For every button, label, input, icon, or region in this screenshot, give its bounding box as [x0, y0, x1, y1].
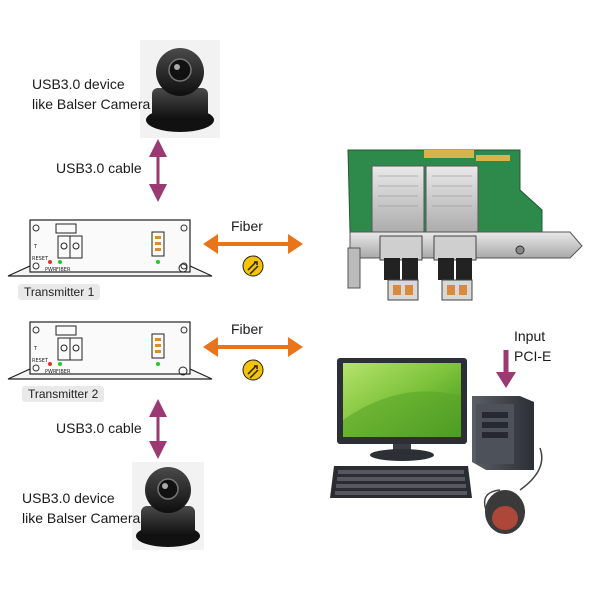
- computer-illustration: [330, 358, 543, 534]
- camera-top: [140, 40, 220, 138]
- t-mark-2: T: [33, 346, 38, 352]
- transmitter-1-label: Transmitter 1: [18, 284, 101, 300]
- transmitter-2-label: Transmitter 2: [22, 386, 105, 402]
- top-device-line2: like Balser Camera: [32, 96, 151, 112]
- usb-cable-label-bottom: USB3.0 cable: [56, 420, 142, 436]
- top-device-label: USB3.0 device like Balser Camera: [32, 74, 150, 114]
- bottom-device-line1: USB3.0 device: [22, 490, 115, 506]
- t-mark-1: T: [33, 244, 38, 250]
- pcie-fiber-card: [347, 149, 583, 301]
- fiber-symbol-icon: [242, 255, 264, 277]
- input-line1: Input: [514, 328, 546, 344]
- fiber-arrow-bottom: [203, 337, 303, 357]
- reset-label-1: RESET: [32, 256, 49, 262]
- pcie-input-arrow: [496, 350, 516, 388]
- reset-label-2: RESET: [32, 358, 49, 364]
- camera-bottom: [132, 462, 204, 550]
- fiber-arrow-top: [203, 234, 303, 254]
- bottom-device-label: USB3.0 device like Balser Camera: [22, 488, 140, 528]
- fiber-port-label-2: FIBER: [56, 369, 71, 375]
- fiber-label-top: Fiber: [231, 218, 263, 234]
- top-device-line1: USB3.0 device: [32, 76, 125, 92]
- pcie-input-label: Input PCI-E: [514, 326, 551, 366]
- pwr-label-1: PWR: [45, 267, 57, 273]
- fiber-port-label-1: FIBER: [56, 267, 71, 273]
- fiber-symbol-icon: [242, 359, 264, 381]
- bottom-device-line2: like Balser Camera: [22, 510, 141, 526]
- transmitter-2-device: T RESET PWR FIBER: [7, 321, 213, 380]
- input-line2: PCI-E: [514, 348, 552, 364]
- transmitter-1-device: T RESET PWR FIBER: [7, 219, 213, 277]
- fiber-label-bottom: Fiber: [231, 321, 263, 337]
- pwr-label-2: PWR: [45, 369, 57, 375]
- usb-cable-label-top: USB3.0 cable: [56, 160, 142, 176]
